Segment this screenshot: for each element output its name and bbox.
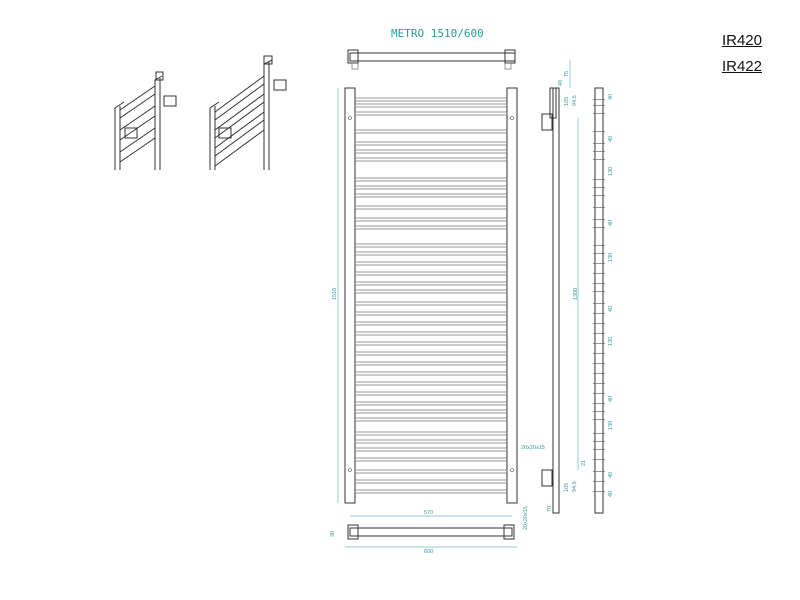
tube-bar [354,341,508,346]
perspective-sketch-right [209,55,287,170]
dim-bottom-small: 21 [581,460,587,466]
tube-bar [354,149,508,154]
tube-bar [354,205,508,210]
tube-bar [354,479,508,484]
front-view: 1510 [332,87,518,504]
tube-bar [354,331,508,336]
product-code-2: IR422 [721,58,762,75]
dim-pitch-2: 40 [608,220,614,226]
dim-side-short: 105 [564,97,570,106]
product-title: METRO 1510/600 [391,27,484,40]
dim-section-bottom: 40 [608,491,614,497]
dim-side-short-b: 94,5 [572,95,578,106]
dim-top-offset: 75 [564,71,570,77]
tube-bar [354,489,508,494]
side-view: 75 40 105 94,5 1300 20x20x15 21 105 94,5… [521,60,587,514]
tube-bar [354,103,508,108]
dim-foot: 70 [547,506,553,512]
tube-bar [354,251,508,256]
tube-bar [354,301,508,306]
tube-bar [354,351,508,356]
dim-pitch-1: 40 [608,136,614,142]
tube-bar [354,97,508,102]
dim-gap-2: 130 [608,253,614,262]
tube-bar [354,321,508,326]
tube-bar [354,281,508,286]
front-view-bars [354,97,508,494]
dim-height-total: 1510 [332,288,338,300]
tube-bar [354,431,508,436]
tube-bar [354,417,508,422]
tube-bar [354,401,508,406]
dim-gap-4: 130 [608,421,614,430]
dim-section-top: 40 [608,94,614,100]
tube-bar [354,129,508,134]
tube-bar [354,217,508,222]
tube-bar [354,439,508,444]
dim-width-inner: 570 [424,510,433,516]
dim-bracket-bottom: 20x20x15 [523,506,529,530]
tube-bar [354,371,508,376]
tube-bar [354,141,508,146]
tube-bar [354,111,508,116]
tube-bar [354,243,508,248]
tube-bar [354,381,508,386]
dim-top-small: 40 [558,80,564,86]
perspective-sketch-left [114,71,177,170]
tube-bar [354,447,508,452]
dim-width-total: 600 [424,549,433,555]
bottom-view: 570 600 30 20x20x15 [330,506,529,555]
tube-bar [354,361,508,366]
tube-bar [354,457,508,462]
tube-bar [354,469,508,474]
tube-bar [354,261,508,266]
tube-bar [354,193,508,198]
dim-gap-3: 130 [608,337,614,346]
dim-side-bottom: 105 [564,483,570,492]
tube-bar [354,271,508,276]
tube-bar [354,157,508,162]
dim-side-height: 1300 [573,288,579,300]
dim-gap-1: 130 [608,167,614,176]
tube-bar [354,409,508,414]
dim-pitch-3: 40 [608,306,614,312]
dim-bracket: 20x20x15 [521,445,545,451]
tube-bar [354,311,508,316]
tube-bar [354,225,508,230]
dim-side-bottom-b: 94,5 [572,481,578,492]
tube-bar [354,391,508,396]
top-view [347,49,516,70]
dim-bottom-gap: 40 [608,472,614,478]
tube-bar [354,177,508,182]
section-view: 40 40 130 40 130 40 130 40 130 40 40 [593,87,614,514]
tube-bar [354,185,508,190]
product-code-1: IR420 [721,32,762,49]
dim-depth: 30 [330,531,336,537]
tube-bar [354,289,508,294]
dim-pitch-4: 40 [608,396,614,402]
